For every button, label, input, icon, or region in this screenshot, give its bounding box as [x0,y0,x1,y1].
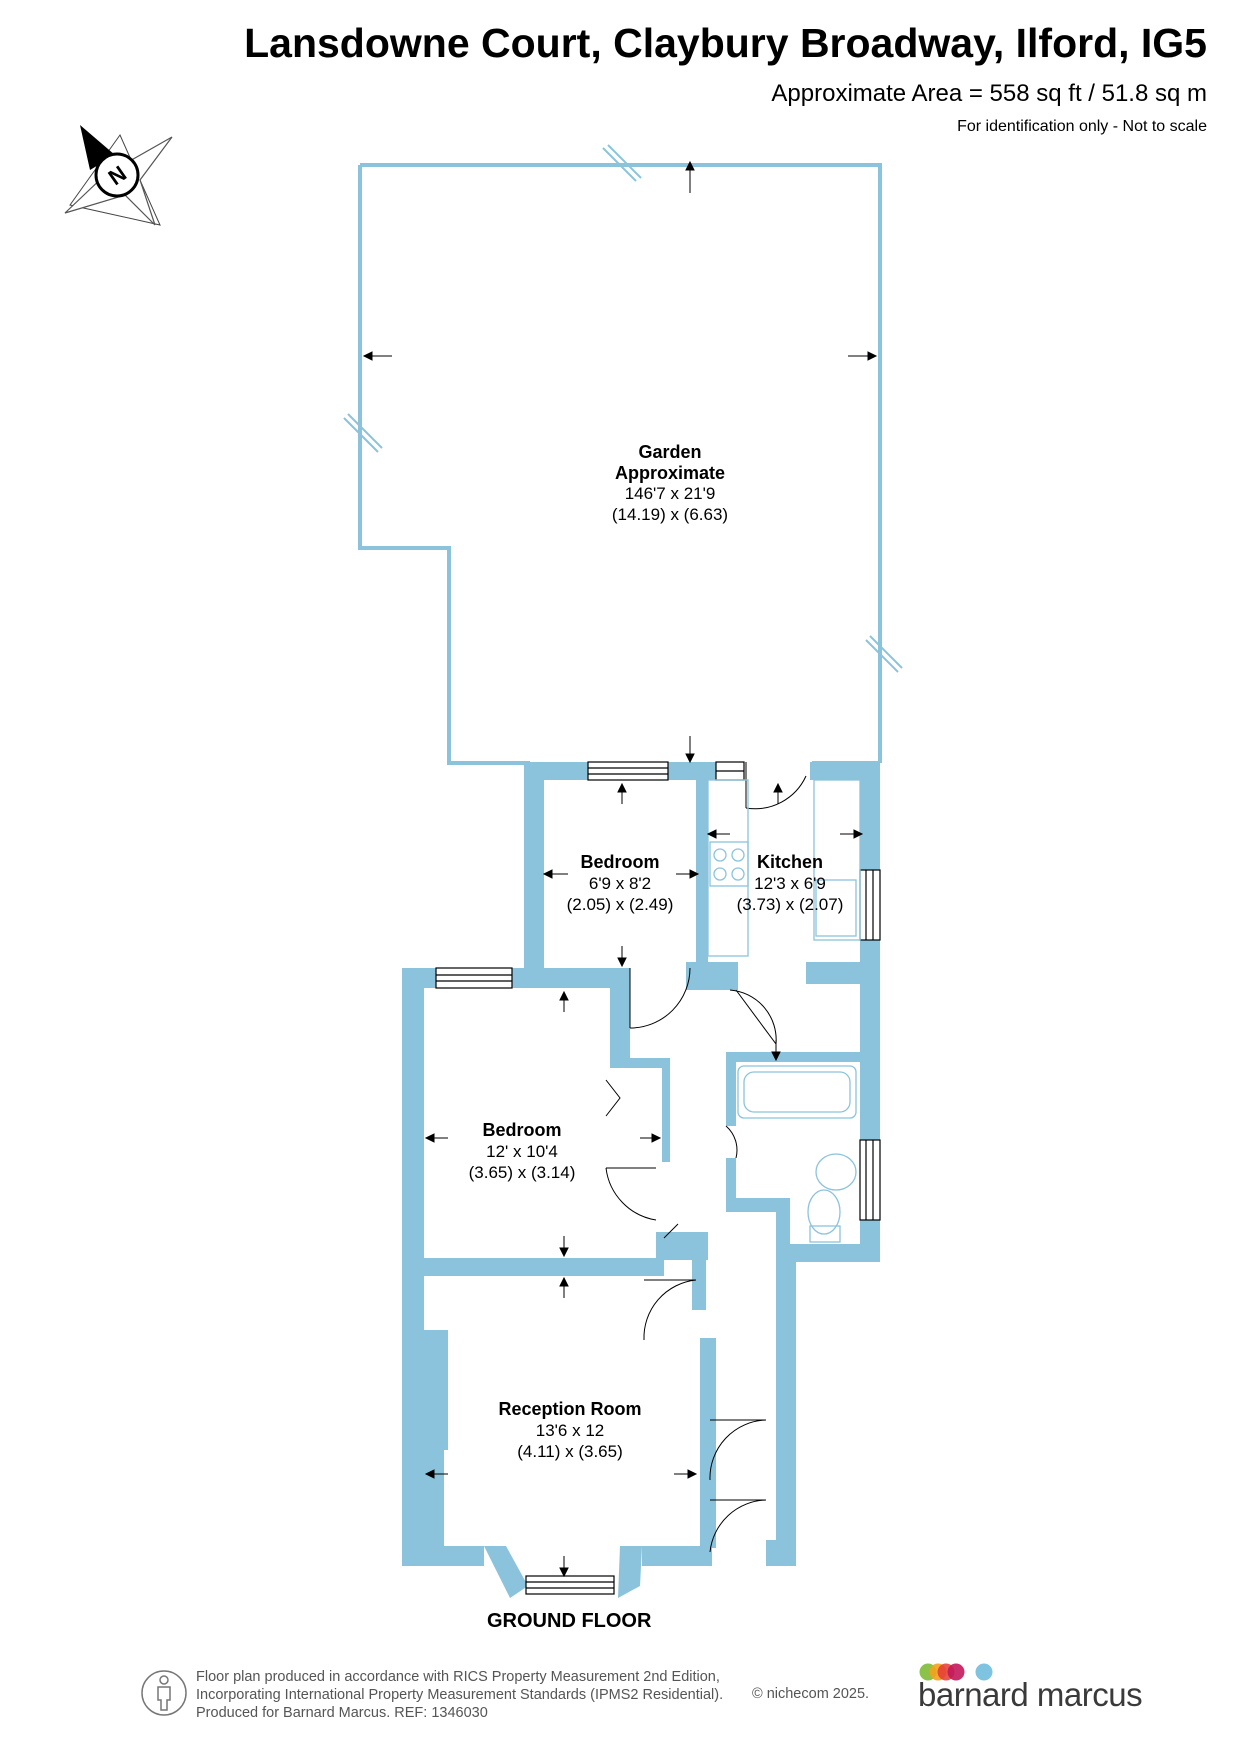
footer-line-2: Incorporating International Property Mea… [196,1687,724,1703]
footer-line-3: Produced for Barnard Marcus. REF: 134603… [196,1705,488,1721]
brand-logo-dots-icon [919,1663,993,1681]
page-title: Lansdowne Court, Claybury Broadway, Ilfo… [244,20,1207,66]
garden-imperial: 146'7 x 21'9 [625,484,716,503]
fixtures [424,779,861,1450]
reception-metric: (4.11) x (3.65) [517,1442,623,1461]
bedroom-small-metric: (2.05) x (2.49) [567,895,674,914]
kitchen-imperial: 12'3 x 6'9 [754,874,826,893]
bedroom-small-name: Bedroom [580,852,659,872]
sink-icon [815,879,857,937]
approximate-area: Approximate Area = 558 sq ft / 51.8 sq m [771,80,1207,107]
reception-imperial: 13'6 x 12 [536,1421,604,1440]
identification-note: For identification only - Not to scale [957,118,1207,135]
kitchen-metric: (3.73) x (2.07) [737,895,844,914]
compass-icon: N [64,125,173,226]
copyright: © nichecom 2025. [752,1686,870,1702]
bath-icon [737,1065,857,1119]
bedroom-large-imperial: 12' x 10'4 [486,1142,558,1161]
footer-line-1: Floor plan produced in accordance with R… [196,1669,720,1685]
garden-name: Garden [638,442,701,462]
chimney-breast [424,1330,448,1450]
person-icon [141,1670,187,1716]
kitchen-name: Kitchen [757,852,823,872]
break-marks [343,144,903,673]
basin-icon [815,1153,857,1191]
hob-icon [709,841,749,887]
walls [402,762,880,1598]
bedroom-large-name: Bedroom [482,1120,561,1140]
bedroom-large-metric: (3.65) x (3.14) [469,1163,576,1182]
bedroom-small-imperial: 6'9 x 8'2 [589,874,651,893]
floor-label: GROUND FLOOR [487,1610,652,1632]
room-labels: Garden Approximate 146'7 x 21'9 (14.19) … [469,442,844,1461]
toilet-icon [807,1189,841,1235]
brand-logo: barnard marcus [918,1676,1143,1713]
windows [435,761,881,1595]
footer-text: Floor plan produced in accordance with R… [196,1668,723,1722]
reception-name: Reception Room [498,1399,641,1419]
dimension-arrows [362,160,878,1578]
garden-metric: (14.19) x (6.63) [612,505,728,524]
doors [605,762,807,1553]
garden-name-approximate: Approximate [615,463,725,483]
